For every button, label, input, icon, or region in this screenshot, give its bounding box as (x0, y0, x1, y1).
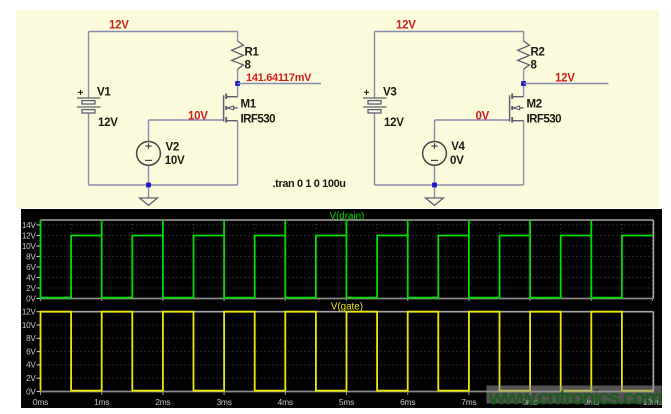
svg-text:5ms: 5ms (339, 397, 354, 407)
svg-text:6V: 6V (26, 347, 36, 356)
svg-text:10V: 10V (22, 242, 37, 251)
svg-text:12V: 12V (22, 231, 37, 240)
svg-text:www.cntronics.com: www.cntronics.com (488, 386, 662, 410)
svg-text:2V: 2V (26, 374, 36, 383)
svg-text:V1: V1 (97, 86, 111, 98)
svg-text:.tran 0 1 0 100u: .tran 0 1 0 100u (273, 178, 346, 190)
svg-text:R1: R1 (245, 46, 260, 58)
svg-text:1ms: 1ms (94, 397, 109, 407)
svg-text:2V: 2V (26, 284, 36, 293)
svg-text:IRF530: IRF530 (241, 113, 276, 125)
svg-text:V4: V4 (451, 141, 465, 153)
svg-text:10V: 10V (22, 321, 37, 330)
svg-text:V(gate): V(gate) (331, 301, 363, 312)
svg-text:141.64117mV: 141.64117mV (246, 72, 312, 84)
svg-text:4V: 4V (26, 273, 36, 282)
svg-text:4ms: 4ms (278, 397, 293, 407)
svg-text:8V: 8V (26, 334, 36, 343)
svg-text:10V: 10V (188, 110, 208, 122)
svg-text:0ms: 0ms (33, 397, 48, 407)
svg-text:12V: 12V (384, 117, 404, 129)
svg-text:M1: M1 (241, 98, 257, 110)
svg-text:0V: 0V (450, 155, 464, 167)
svg-text:12V: 12V (109, 20, 129, 32)
svg-text:10V: 10V (165, 155, 185, 167)
svg-text:0V: 0V (26, 387, 36, 396)
svg-text:8: 8 (531, 59, 538, 71)
svg-text:3ms: 3ms (216, 397, 231, 407)
svg-text:4V: 4V (26, 361, 36, 370)
svg-text:12V: 12V (98, 117, 118, 129)
svg-text:12V: 12V (555, 73, 575, 85)
svg-text:8: 8 (245, 59, 252, 71)
svg-text:V(drain): V(drain) (329, 211, 364, 222)
svg-text:12V: 12V (396, 20, 416, 32)
svg-text:V3: V3 (383, 86, 396, 98)
svg-text:6V: 6V (26, 263, 36, 272)
svg-text:12V: 12V (22, 308, 37, 317)
svg-text:IRF530: IRF530 (527, 113, 562, 125)
svg-text:6ms: 6ms (400, 397, 415, 407)
svg-text:0V: 0V (26, 294, 36, 303)
svg-text:8V: 8V (26, 252, 36, 261)
svg-text:14V: 14V (22, 221, 37, 230)
svg-text:2ms: 2ms (155, 397, 170, 407)
svg-text:R2: R2 (531, 46, 545, 58)
svg-text:V2: V2 (166, 141, 179, 153)
svg-text:0V: 0V (476, 110, 490, 122)
svg-text:M2: M2 (527, 98, 542, 110)
svg-text:7ms: 7ms (461, 397, 476, 407)
